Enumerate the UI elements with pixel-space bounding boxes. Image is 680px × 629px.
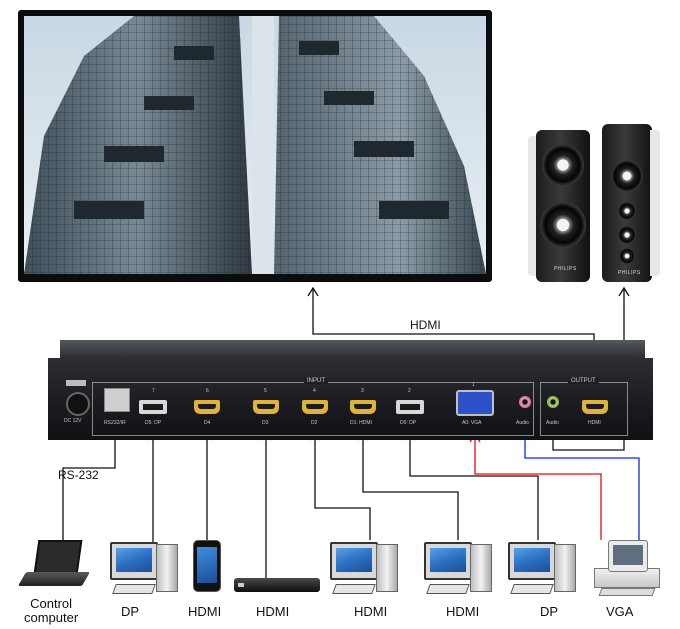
cable-rs232: [62, 428, 116, 540]
cable-hdmi-d2: [314, 432, 371, 540]
label-d3: D3: [262, 420, 269, 426]
port-audio-out[interactable]: [547, 396, 559, 408]
label-d5: D5: DP: [145, 420, 162, 426]
power-socket[interactable]: [66, 392, 90, 416]
caption-dp-2: DP: [540, 604, 559, 619]
speaker-right: PHILIPS: [602, 124, 660, 282]
input-section-label: INPUT: [304, 378, 328, 384]
caption-hdmi-3: HDMI: [354, 604, 388, 619]
caption-dp-1: DP: [121, 604, 140, 619]
speaker-driver-top: [611, 160, 643, 192]
label-a0: A0: VGA: [462, 420, 482, 426]
label-d4: D4: [204, 420, 211, 426]
switch-chassis-top: [60, 340, 645, 358]
label-audio-in: Audio: [516, 420, 529, 426]
hdmi-output-label: HDMI: [410, 318, 441, 332]
power-label: DC 12V: [64, 418, 82, 424]
port-number-6: 6: [206, 388, 209, 394]
port-number-2: 2: [408, 388, 411, 394]
switch-chassis: DC 12V INPUT OUTPUT RS232/IR 7 6 5 4 3 2…: [48, 358, 653, 440]
cable-vga: [474, 434, 602, 540]
port-number-4: 4: [313, 388, 316, 394]
port-number-1: 1: [472, 382, 475, 388]
caption-hdmi-4: HDMI: [446, 604, 480, 619]
port-number-3: 3: [361, 388, 364, 394]
label-d0: D0: DP: [400, 420, 417, 426]
speaker-left: PHILIPS: [528, 130, 590, 282]
port-d1-hdmi[interactable]: [350, 400, 376, 414]
port-number-5: 5: [264, 388, 267, 394]
port-d0-dp[interactable]: [396, 400, 424, 414]
caption-control-computer: Control computer: [24, 596, 79, 625]
label-hdmi-out: HDMI: [588, 420, 601, 426]
speaker-driver-small-1: [618, 202, 636, 220]
port-d5-dp[interactable]: [139, 400, 167, 414]
skyscraper-photo: [24, 16, 486, 274]
label-d2: D2: [311, 420, 318, 426]
port-hdmi-out[interactable]: [582, 400, 608, 414]
desktop-pc-icon: [110, 540, 190, 596]
speaker-brand-left: PHILIPS: [554, 266, 577, 272]
rs232-rj45-port[interactable]: [104, 388, 130, 412]
port-number-7: 7: [152, 388, 155, 394]
laptop-icon: [17, 540, 91, 590]
port-d3-hdmi[interactable]: [253, 400, 279, 414]
desktop-pc-icon: [424, 540, 504, 596]
vga-pc-icon: [594, 540, 660, 596]
port-d4-hdmi[interactable]: [194, 400, 220, 414]
port-a0-vga[interactable]: [456, 390, 494, 416]
cable-dp-d0: [409, 432, 539, 540]
label-rs232ir: RS232/IR: [104, 420, 126, 426]
caption-hdmi-1: HDMI: [188, 604, 222, 619]
desktop-pc-icon: [330, 540, 410, 596]
caption-hdmi-2: HDMI: [256, 604, 290, 619]
arrow-display: [307, 286, 319, 297]
cable-audio-in: [524, 432, 640, 540]
cable-hdmi-d1: [362, 432, 459, 540]
label-d1: D1: HDMI: [350, 420, 372, 426]
rs232-label: RS-232: [58, 468, 99, 482]
speaker-brand-right: PHILIPS: [618, 270, 641, 276]
speaker-driver-small-3: [619, 248, 635, 264]
port-d2-hdmi[interactable]: [302, 400, 328, 414]
speaker-driver-small-2: [618, 226, 636, 244]
media-player-icon: [234, 578, 320, 592]
speaker-woofer: [540, 202, 586, 248]
speaker-tweeter: [542, 144, 584, 186]
label-audio-out: Audio: [546, 420, 559, 426]
display-screen-image: [24, 16, 486, 274]
arrow-speakers: [618, 286, 630, 297]
smartphone-icon: [193, 540, 221, 592]
port-audio-in[interactable]: [519, 396, 531, 408]
desktop-pc-icon: [508, 540, 588, 596]
output-section-label: OUTPUT: [568, 378, 599, 384]
caption-vga: VGA: [606, 604, 634, 619]
power-tag: [66, 380, 86, 386]
